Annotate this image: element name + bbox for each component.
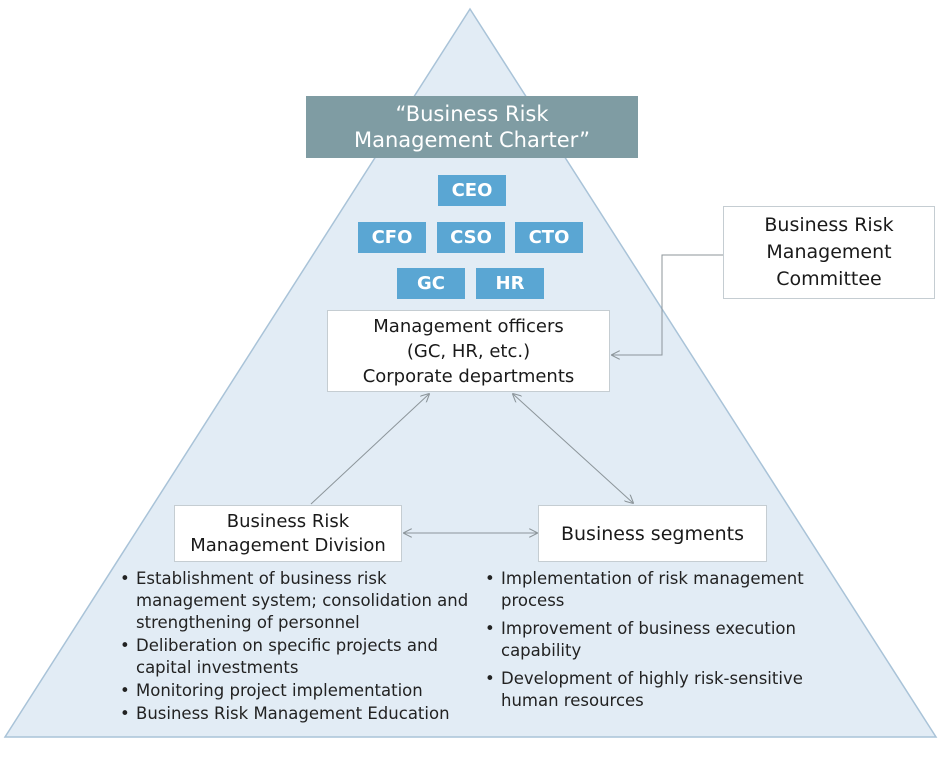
risk-division-line-2: Management Division	[190, 534, 386, 556]
management-officers-line-1: Management officers	[373, 315, 564, 337]
segments-responsibilities-list: Implementation of risk management proces…	[485, 568, 825, 718]
division-to-management-arrow	[310, 394, 429, 505]
list-item: Monitoring project implementation	[120, 680, 480, 702]
risk-division-line-1: Business Risk	[226, 510, 350, 532]
committee-connector	[612, 254, 723, 355]
executive-box-cto: CTO	[515, 222, 583, 253]
risk-committee-line-1: Business Risk	[764, 214, 894, 236]
list-item: Implementation of risk management proces…	[485, 568, 825, 612]
executive-box-cfo: CFO	[358, 222, 426, 253]
division-responsibilities-list: Establishment of business risk managemen…	[120, 568, 480, 726]
management-officers-box: Management officers (GC, HR, etc.) Corpo…	[327, 310, 610, 392]
list-item: Improvement of business execution capabi…	[485, 618, 825, 662]
list-item: Development of highly risk-sensitive hum…	[485, 668, 825, 712]
list-item: Business Risk Management Education	[120, 703, 480, 725]
risk-committee-line-3: Committee	[776, 268, 882, 290]
management-segments-arrow	[513, 394, 633, 503]
executive-box-ceo: CEO	[438, 175, 506, 206]
executive-box-hr: HR	[476, 268, 544, 299]
management-officers-line-2: (GC, HR, etc.)	[406, 340, 531, 362]
risk-committee-box: Business Risk Management Committee	[723, 206, 935, 299]
charter-line-1: “Business Risk	[395, 102, 549, 126]
executive-box-gc: GC	[397, 268, 465, 299]
risk-committee-line-2: Management	[766, 241, 892, 263]
charter-banner: “Business Risk Management Charter”	[306, 96, 638, 158]
list-item: Establishment of business risk managemen…	[120, 568, 480, 634]
list-item: Deliberation on specific projects and ca…	[120, 635, 480, 679]
risk-division-box: Business Risk Management Division	[174, 505, 402, 562]
executive-box-cso: CSO	[437, 222, 505, 253]
charter-line-2: Management Charter”	[353, 128, 591, 152]
management-officers-line-3: Corporate departments	[362, 365, 575, 387]
business-segments-box: Business segments	[538, 505, 767, 562]
business-segments-label: Business segments	[560, 522, 745, 545]
